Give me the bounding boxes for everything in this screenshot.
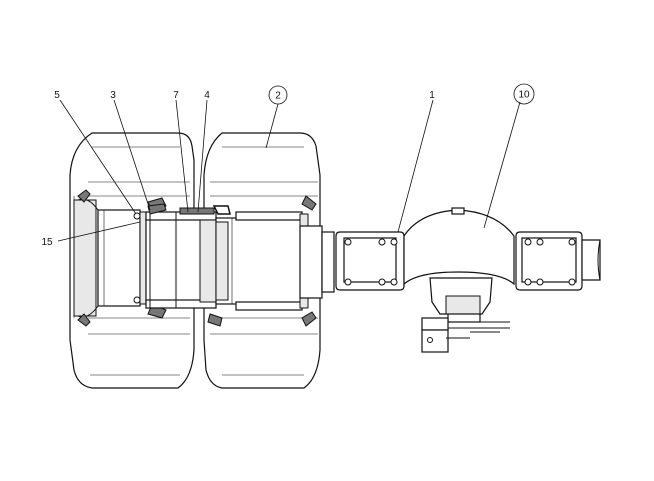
callouts: 5 3 7 4 2 1 10 15 bbox=[41, 83, 535, 248]
callout-2-circle bbox=[268, 85, 288, 105]
callout-10: 10 bbox=[518, 90, 530, 101]
callout-7: 7 bbox=[173, 90, 179, 101]
outer-wheel-rim bbox=[73, 189, 167, 327]
callout-15: 15 bbox=[41, 237, 53, 248]
callout-1: 1 bbox=[429, 90, 435, 101]
callout-3: 3 bbox=[110, 90, 116, 101]
leader-lines bbox=[57, 99, 521, 242]
axle-housing bbox=[299, 207, 601, 299]
callout-2: 2 bbox=[275, 91, 281, 102]
inner-wheel-rim bbox=[207, 195, 317, 327]
callout-4: 4 bbox=[204, 90, 210, 101]
callout-5: 5 bbox=[54, 90, 60, 101]
callout-10-circle bbox=[513, 83, 535, 105]
pinion-flange bbox=[421, 277, 510, 353]
